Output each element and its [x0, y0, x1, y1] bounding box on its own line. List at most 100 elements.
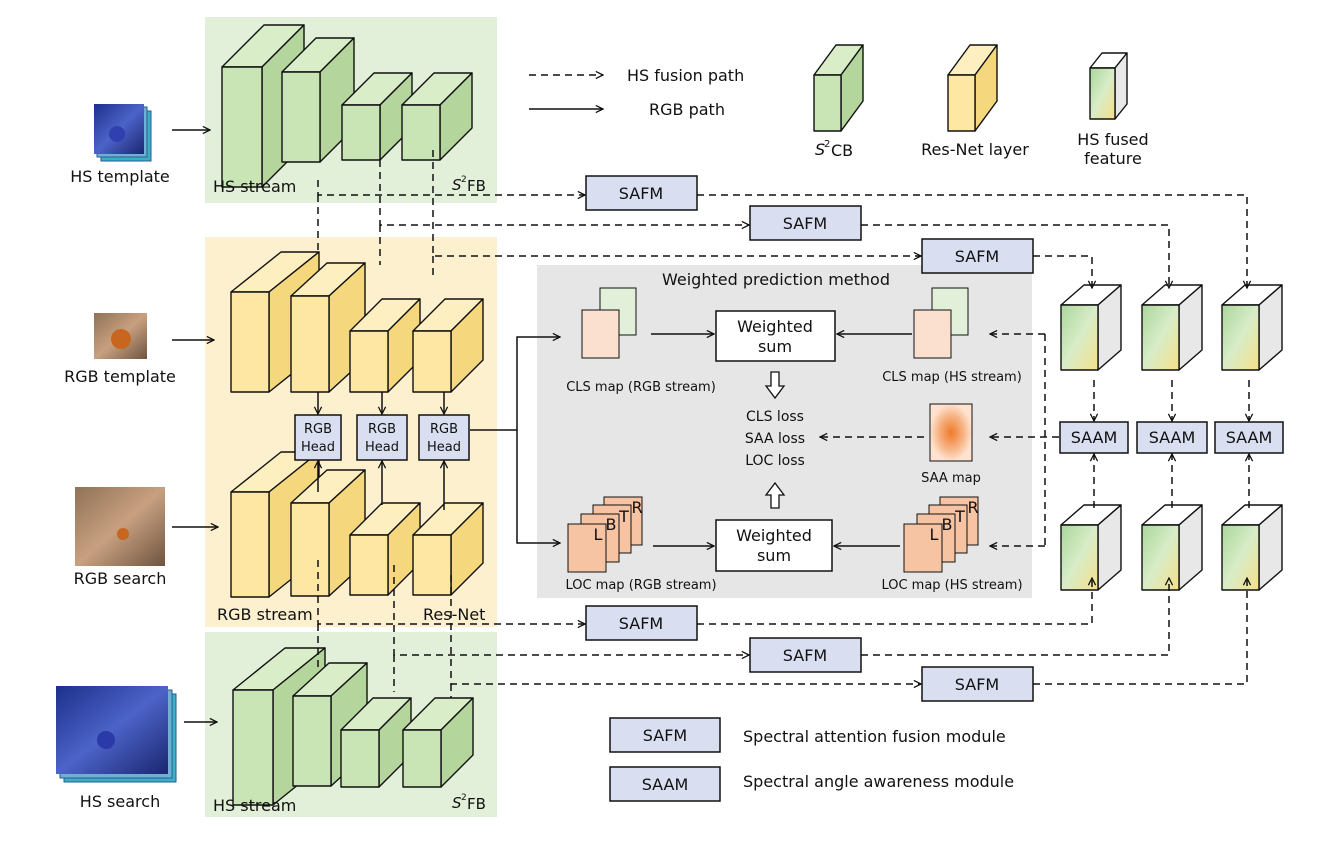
- rgb-bottom-block-4: [412, 502, 484, 596]
- rgb-head-2: RGB Head: [356, 414, 408, 461]
- s2fb-bottom-sup: 2: [461, 793, 467, 803]
- svg-text:SAAM: SAAM: [1226, 428, 1273, 447]
- hs-search-label: HS search: [80, 792, 160, 811]
- svg-text:SAFM: SAFM: [955, 675, 999, 694]
- safm-bottom-2: SAFM: [749, 637, 862, 673]
- safm-top-1: SAFM: [585, 175, 698, 211]
- svg-text:RGB: RGB: [368, 422, 396, 437]
- rgb-head-3: RGB Head: [418, 414, 470, 461]
- legend-s2cb-sup: 2: [824, 139, 830, 150]
- svg-text:RGB: RGB: [304, 422, 332, 437]
- saa-loss: SAA loss: [745, 431, 805, 447]
- loc-map-rgb: R T B L: [567, 496, 643, 573]
- rgb-search-image: [75, 487, 165, 566]
- svg-text:sum: sum: [757, 546, 791, 565]
- fused-feature-top-1: [1060, 284, 1122, 371]
- weighted-sum-bottom: Weighted sum: [715, 519, 833, 572]
- rgb-head-1: RGB Head: [294, 414, 342, 461]
- safm-bottom-1: SAFM: [585, 605, 698, 641]
- svg-text:SAAM: SAAM: [1149, 428, 1196, 447]
- legend-fused-block: [1089, 52, 1128, 120]
- saam-3: SAAM: [1214, 421, 1284, 454]
- s2fb-bottom-label: FB: [467, 795, 486, 813]
- legend-hs-fusion-path: HS fusion path: [627, 66, 744, 85]
- svg-text:SAFM: SAFM: [783, 646, 827, 665]
- saa-map-label: SAA map: [921, 471, 981, 486]
- svg-text:SAFM: SAFM: [619, 184, 663, 203]
- svg-text:SAAM: SAAM: [642, 775, 689, 794]
- fused-feature-top-3: [1221, 284, 1283, 371]
- hs-stream-label-top: HS stream: [213, 177, 296, 196]
- svg-text:L: L: [594, 525, 603, 544]
- hs-search-image: [56, 686, 177, 783]
- svg-text:R: R: [631, 498, 642, 517]
- cls-map-hs-label: CLS map (HS stream): [882, 370, 1022, 385]
- rgb-search-label: RGB search: [74, 569, 167, 588]
- rgb-template-label: RGB template: [64, 367, 176, 386]
- hs-bottom-block-4: [402, 697, 474, 788]
- rgb-top-block-4: [412, 298, 484, 393]
- legend-s2cb-prefix: S: [815, 140, 825, 159]
- svg-text:Weighted: Weighted: [737, 317, 813, 336]
- hs-template-label: HS template: [70, 167, 170, 186]
- cls-loss: CLS loss: [746, 409, 804, 425]
- svg-text:Weighted: Weighted: [736, 526, 812, 545]
- legend-saam-desc: Spectral angle awareness module: [743, 772, 1014, 791]
- safm-top-2: SAFM: [749, 205, 862, 241]
- saam-2: SAAM: [1136, 421, 1208, 454]
- svg-text:SAFM: SAFM: [955, 247, 999, 266]
- fused-feature-bottom-2: [1141, 504, 1203, 591]
- loc-loss: LOC loss: [745, 453, 805, 469]
- s2fb-bottom-prefix: S: [452, 794, 462, 812]
- legend-s2cb-block: [813, 44, 864, 132]
- legend-hs-fused-1: HS fused: [1077, 130, 1148, 149]
- saa-map: [929, 403, 973, 462]
- legend-safm: SAFM: [609, 717, 721, 753]
- saam-1: SAAM: [1059, 421, 1129, 454]
- svg-text:L: L: [930, 525, 939, 544]
- svg-text:SAFM: SAFM: [783, 214, 827, 233]
- legend-s2cb: CB: [831, 141, 853, 160]
- rgb-top-block-3: [349, 298, 421, 393]
- svg-text:T: T: [954, 507, 965, 526]
- hs-template-image: [94, 104, 152, 162]
- hs-bottom-block-3: [340, 697, 412, 788]
- fused-feature-top-2: [1141, 284, 1203, 371]
- s2fb-top-prefix: S: [452, 176, 462, 194]
- svg-text:SAFM: SAFM: [619, 614, 663, 633]
- loc-map-hs: R T B L: [903, 496, 979, 573]
- up-hollow-arrow: [764, 481, 786, 509]
- svg-text:T: T: [618, 507, 629, 526]
- safm-top-3: SAFM: [921, 238, 1034, 274]
- s2fb-top-sup: 2: [461, 175, 467, 185]
- safm-bottom-3: SAFM: [921, 666, 1034, 702]
- svg-text:SAFM: SAFM: [643, 726, 687, 745]
- resnet-label: Res-Net: [423, 605, 485, 624]
- legend-resnet-layer: Res-Net layer: [921, 140, 1029, 159]
- legend-resnet-block: [947, 44, 998, 132]
- svg-text:RGB: RGB: [430, 422, 458, 437]
- svg-text:Head: Head: [427, 440, 461, 455]
- cls-map-rgb-label: CLS map (RGB stream): [566, 380, 716, 395]
- rgb-template-image: [94, 313, 147, 359]
- cls-map-rgb: [581, 287, 637, 359]
- loc-map-hs-label: LOC map (HS stream): [881, 578, 1022, 593]
- svg-text:B: B: [942, 515, 953, 534]
- rgb-stream-label: RGB stream: [217, 605, 313, 624]
- legend-safm-desc: Spectral attention fusion module: [743, 727, 1006, 746]
- rgb-bottom-block-3: [349, 502, 421, 596]
- svg-text:B: B: [606, 515, 617, 534]
- fused-feature-bottom-3: [1221, 504, 1283, 591]
- svg-text:SAAM: SAAM: [1071, 428, 1118, 447]
- legend-saam: SAAM: [609, 766, 721, 802]
- legend-hs-fused-2: feature: [1084, 149, 1142, 168]
- cls-map-hs: [913, 287, 969, 359]
- fused-feature-bottom-1: [1060, 504, 1122, 591]
- down-hollow-arrow: [764, 371, 786, 400]
- svg-text:Head: Head: [301, 440, 335, 455]
- legend-rgb-path: RGB path: [649, 100, 725, 119]
- weighted-prediction-title: Weighted prediction method: [662, 270, 890, 289]
- loc-map-rgb-label: LOC map (RGB stream): [565, 578, 716, 593]
- s2fb-top-label: FB: [467, 177, 486, 195]
